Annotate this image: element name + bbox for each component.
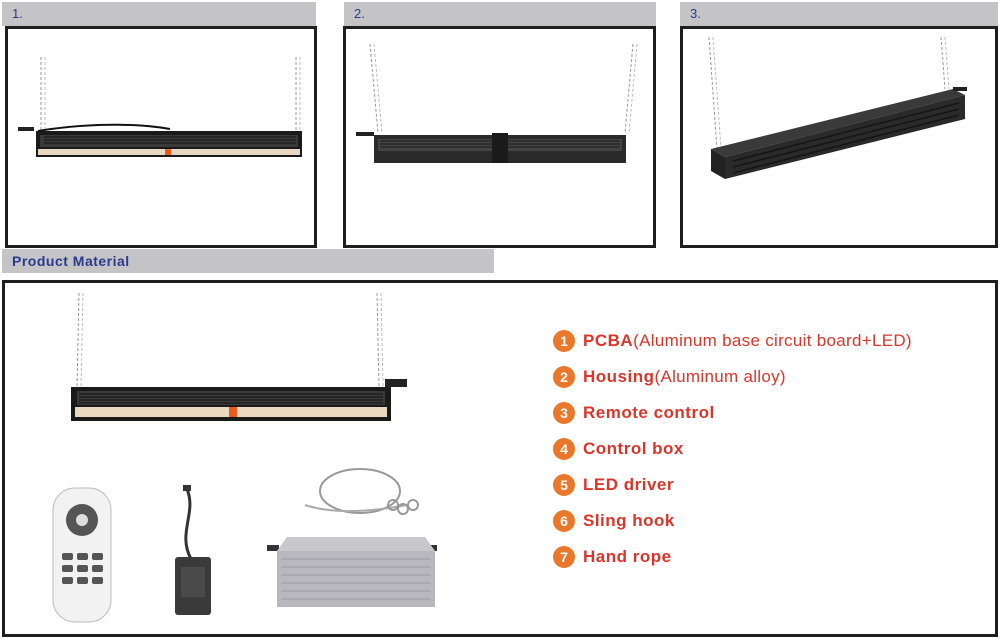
view-label-2: 2.: [354, 6, 365, 21]
legend-item-remote-control: 3 Remote control: [553, 395, 912, 431]
legend-item-led-driver: 5 LED driver: [553, 467, 912, 503]
legend-item-hand-rope: 7 Hand rope: [553, 539, 912, 575]
component-legend: 1 PCBA(Aluminum base circuit board+LED) …: [553, 323, 912, 575]
led-driver-image: [267, 537, 437, 607]
view-panel-2: [343, 26, 656, 248]
component-name: Sling hook: [583, 511, 675, 530]
view-label-3: 3.: [690, 6, 701, 21]
component-images: [52, 292, 437, 623]
view-panel-1: [5, 26, 317, 248]
legend-item-pcba: 1 PCBA(Aluminum base circuit board+LED): [553, 323, 912, 359]
number-badge-7: 7: [553, 546, 575, 568]
number-badge-2: 2: [553, 366, 575, 388]
legend-item-control-box: 4 Control box: [553, 431, 912, 467]
component-name: Hand rope: [583, 547, 672, 566]
grow-light-perspective-image: [708, 36, 967, 179]
legend-item-housing: 2 Housing(Aluminum alloy): [553, 359, 912, 395]
component-name: LED driver: [583, 475, 674, 494]
view-tab-1: 1.: [2, 2, 316, 26]
number-badge-3: 3: [553, 402, 575, 424]
light-bar-image: [71, 292, 407, 421]
section-title: Product Material: [2, 249, 494, 273]
remote-control-image: [52, 487, 112, 623]
number-badge-6: 6: [553, 510, 575, 532]
product-material-panel: 1 PCBA(Aluminum base circuit board+LED) …: [2, 280, 998, 637]
component-name: PCBA: [583, 331, 634, 350]
number-badge-4: 4: [553, 438, 575, 460]
component-detail: (Aluminum alloy): [654, 367, 786, 386]
sling-hook-image: [304, 468, 419, 515]
control-box-image: [175, 485, 211, 615]
component-detail: (Aluminum base circuit board+LED): [633, 331, 912, 350]
grow-light-front-image: [356, 43, 638, 163]
number-badge-1: 1: [553, 330, 575, 352]
view-label-1: 1.: [12, 6, 23, 21]
component-name: Housing: [583, 367, 655, 386]
component-name: Remote control: [583, 403, 715, 422]
number-badge-5: 5: [553, 474, 575, 496]
component-name: Control box: [583, 439, 684, 458]
view-tab-3: 3.: [680, 2, 998, 26]
view-tab-2: 2.: [344, 2, 656, 26]
grow-light-front-lit-image: [18, 57, 302, 157]
legend-item-sling-hook: 6 Sling hook: [553, 503, 912, 539]
view-panel-3: [680, 26, 998, 248]
